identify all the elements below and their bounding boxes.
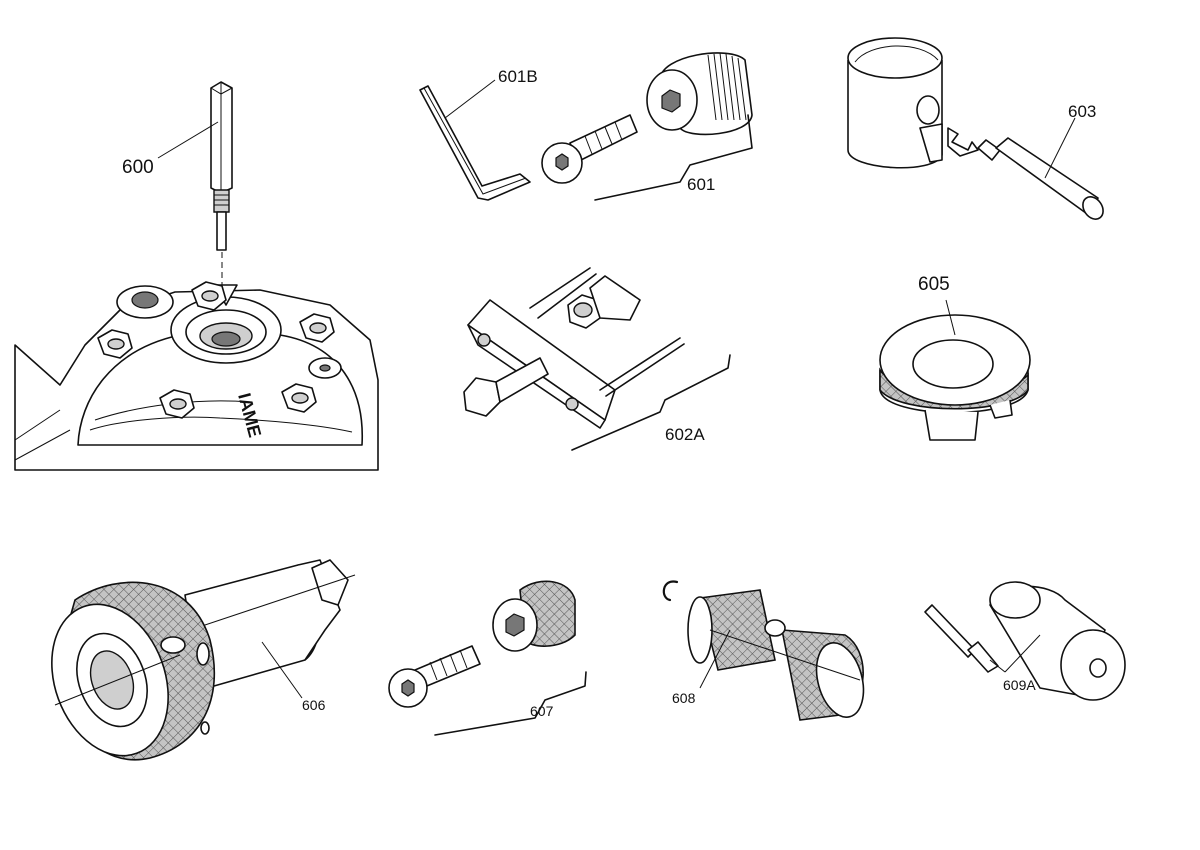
leader-600 bbox=[157, 121, 219, 159]
tool-602a-group: 602A bbox=[463, 267, 731, 451]
pin-609a bbox=[924, 604, 999, 673]
tool-601-group: 601B 601 bbox=[419, 52, 753, 201]
head-nut bbox=[299, 313, 335, 343]
allen-key-601b bbox=[419, 85, 531, 201]
head-nut bbox=[191, 281, 227, 311]
hex-spark-plug-tool bbox=[210, 81, 233, 251]
label-609a: 609A bbox=[1003, 677, 1036, 693]
tool-609a-group: 609A bbox=[924, 581, 1126, 701]
label-601: 601 bbox=[687, 175, 715, 194]
label-605: 605 bbox=[918, 274, 950, 295]
puller-bolt bbox=[463, 357, 549, 417]
circlip bbox=[662, 580, 679, 602]
head-nut bbox=[281, 383, 317, 413]
bracket-602a bbox=[571, 354, 731, 451]
knurled-ring bbox=[51, 581, 215, 761]
puller-studs bbox=[529, 267, 685, 397]
leader-608 bbox=[699, 629, 731, 689]
leader-601b bbox=[444, 79, 496, 119]
puller-nut bbox=[567, 275, 641, 329]
label-608: 608 bbox=[672, 690, 696, 706]
tool-607-group: 607 bbox=[388, 580, 587, 736]
circlip-tool-608 bbox=[687, 589, 865, 721]
bracket-601 bbox=[594, 114, 753, 201]
knurled-nut-607 bbox=[492, 580, 576, 652]
tool-600-group: 600 bbox=[14, 81, 379, 471]
leader-606 bbox=[261, 641, 303, 699]
label-603: 603 bbox=[1068, 102, 1096, 121]
label-606: 606 bbox=[302, 697, 326, 713]
head-nut bbox=[97, 329, 133, 359]
leader-603 bbox=[1044, 117, 1076, 179]
tool-605-group: 605 bbox=[879, 274, 1031, 441]
sleeve-609a bbox=[989, 581, 1126, 701]
leader-609a bbox=[989, 634, 1041, 673]
socket-screw-607 bbox=[388, 645, 481, 708]
tool-603-group: 603 bbox=[847, 37, 1104, 220]
leader-605 bbox=[945, 299, 956, 336]
piston-pin-tool-603 bbox=[977, 137, 1104, 220]
label-600: 600 bbox=[122, 157, 154, 178]
socket-screw bbox=[541, 114, 638, 184]
piston bbox=[847, 37, 943, 169]
tool-606-group: 606 bbox=[51, 559, 356, 761]
head-nut bbox=[159, 389, 195, 419]
label-607: 607 bbox=[530, 703, 554, 719]
bracket-607 bbox=[434, 671, 587, 736]
cylinder-head: IAME bbox=[14, 281, 379, 471]
threaded-sleeve bbox=[646, 52, 753, 136]
label-602a: 602A bbox=[665, 425, 705, 444]
label-601b: 601B bbox=[498, 67, 538, 86]
insert-arrow bbox=[947, 127, 979, 157]
tool-608-group: 608 bbox=[662, 580, 865, 721]
